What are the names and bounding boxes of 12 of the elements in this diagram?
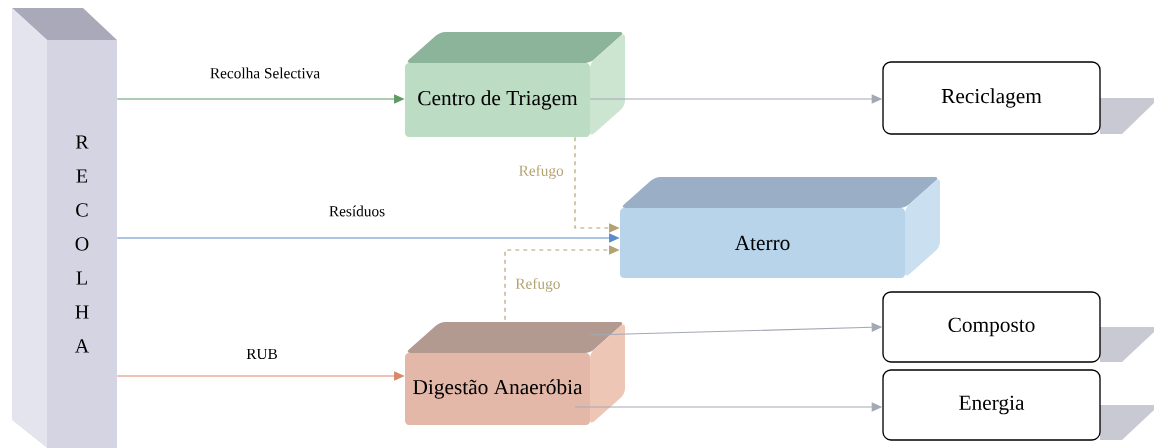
- rounded-box: Composto: [882, 291, 1154, 363]
- block-3d: Aterro: [620, 177, 940, 278]
- edge-label: Refugo: [513, 275, 563, 295]
- edge-label: RUB: [244, 346, 280, 362]
- edge-label: Resíduos: [326, 203, 388, 219]
- block-3d: Digestão Anaeróbia: [405, 322, 625, 425]
- rounded-box: Energia: [882, 369, 1154, 441]
- edge-label: Recolha Selectiva: [207, 65, 323, 81]
- pillar-block: R E C O L H A: [12, 8, 117, 448]
- rounded-box: Reciclagem: [882, 61, 1154, 135]
- edge-label: Refugo: [516, 162, 566, 182]
- block-3d: Centro de Triagem: [405, 32, 625, 137]
